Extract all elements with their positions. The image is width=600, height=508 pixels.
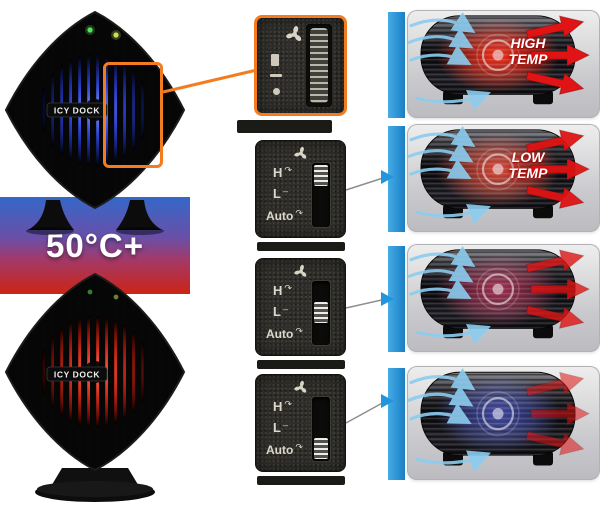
label-auto: Auto↷ [266, 326, 303, 341]
led-amber-icon [113, 32, 119, 38]
foot-shadow [116, 227, 164, 235]
airflow-mark-icon: – [282, 304, 288, 314]
label-low: L– [273, 186, 288, 201]
fan-icon [293, 146, 306, 159]
temp-label: HIGH TEMP [508, 35, 548, 67]
fan-ring [476, 147, 520, 191]
fan-ring [481, 273, 515, 305]
temperature-label: 50°C+ [45, 226, 144, 264]
label-high: H↷ [273, 399, 292, 414]
airflow-diagram-low-temp: LOW TEMP [407, 124, 600, 232]
fan-ring [476, 391, 520, 437]
switch-knob-auto [314, 438, 328, 459]
intake-arrows-icon [407, 245, 491, 345]
exhaust-arrows-icon [525, 15, 591, 95]
fan-hub [492, 49, 504, 61]
airflow-mark-icon: ↷ [295, 442, 303, 452]
label-auto: Auto↷ [266, 208, 303, 223]
connector-bar-1 [388, 12, 405, 118]
airflow-diagram-auto [407, 366, 600, 480]
fan-ring [481, 39, 515, 71]
exhaust-arrows-icon [525, 129, 591, 209]
airflow-mark-icon: ↷ [284, 283, 292, 293]
airflow-diagram-low-speed [407, 244, 600, 352]
airflow-mark-icon: ↷ [284, 165, 292, 175]
led-green-icon [87, 289, 93, 295]
switch-slot [312, 163, 330, 227]
led-green-icon [87, 27, 93, 33]
panel-marking [270, 74, 282, 77]
intake-arrows-icon [407, 125, 491, 225]
panel-marking [271, 54, 279, 66]
device-front-blue-fan: ICY DOCK [4, 10, 186, 235]
fan-ring [476, 267, 520, 311]
connector-line [345, 400, 387, 424]
logo-plate [46, 102, 108, 118]
connector-bar-4 [388, 368, 405, 480]
switch-knob-high [314, 165, 328, 186]
brand-logo: ICY DOCK [54, 370, 100, 380]
caption-bar [257, 360, 345, 369]
airflow-mark-icon: ↷ [295, 208, 303, 218]
foot-shadow [26, 227, 74, 235]
connector-bar-3 [388, 246, 405, 352]
fan-ring [481, 396, 515, 431]
airflow-mark-icon: – [282, 186, 288, 196]
zoom-callout-rect [103, 62, 163, 168]
label-auto: Auto↷ [266, 442, 303, 457]
fan-icon [293, 264, 306, 277]
intake-arrows-icon [407, 11, 491, 111]
fan-hub [492, 163, 504, 175]
fan-icon [293, 380, 306, 393]
label-high: H↷ [273, 283, 292, 298]
switch-slot [312, 281, 330, 345]
caption-bar [257, 476, 345, 485]
label-low: L– [273, 304, 288, 319]
connector-bar-2 [388, 126, 405, 232]
fan-ring [476, 33, 520, 77]
fan-icon [286, 26, 302, 42]
connector-line [345, 298, 387, 309]
intake-arrows-icon [407, 367, 491, 473]
panel-marking [273, 88, 280, 95]
switch-knob-low [314, 302, 328, 323]
switch-knob-magnified [310, 28, 328, 103]
device-front-red-fan: ICY DOCK [4, 272, 186, 502]
grille-outline [4, 272, 186, 472]
led-amber-icon [113, 294, 119, 300]
device-foot [116, 200, 162, 230]
connector-line [345, 176, 387, 191]
switch-panel-low: H↷ L– Auto↷ [255, 258, 346, 356]
fan-ring [481, 153, 515, 185]
switch-slot [312, 397, 330, 461]
airflow-mark-icon: ↷ [295, 326, 303, 336]
caption-bar [237, 120, 332, 133]
label-low: L– [273, 420, 288, 435]
device-foot [28, 200, 74, 230]
airflow-mark-icon: – [282, 420, 288, 430]
switch-panel-auto: H↷ L– Auto↷ [255, 374, 346, 472]
switch-panel-high: H↷ L– Auto↷ [255, 140, 346, 238]
brand-logo: ICY DOCK [54, 106, 100, 116]
label-high: H↷ [273, 165, 292, 180]
stand-base [37, 481, 153, 497]
temp-label: LOW TEMP [508, 149, 548, 181]
logo-plate [46, 366, 108, 382]
fan-hub [492, 407, 504, 420]
airflow-diagram-high-temp: HIGH TEMP [407, 10, 600, 118]
airflow-mark-icon: ↷ [284, 399, 292, 409]
fan-hub [492, 283, 504, 295]
exhaust-arrows-icon [525, 371, 591, 456]
caption-bar [257, 242, 345, 251]
exhaust-arrows-icon [525, 249, 591, 329]
switch-panel-detail [254, 15, 347, 116]
